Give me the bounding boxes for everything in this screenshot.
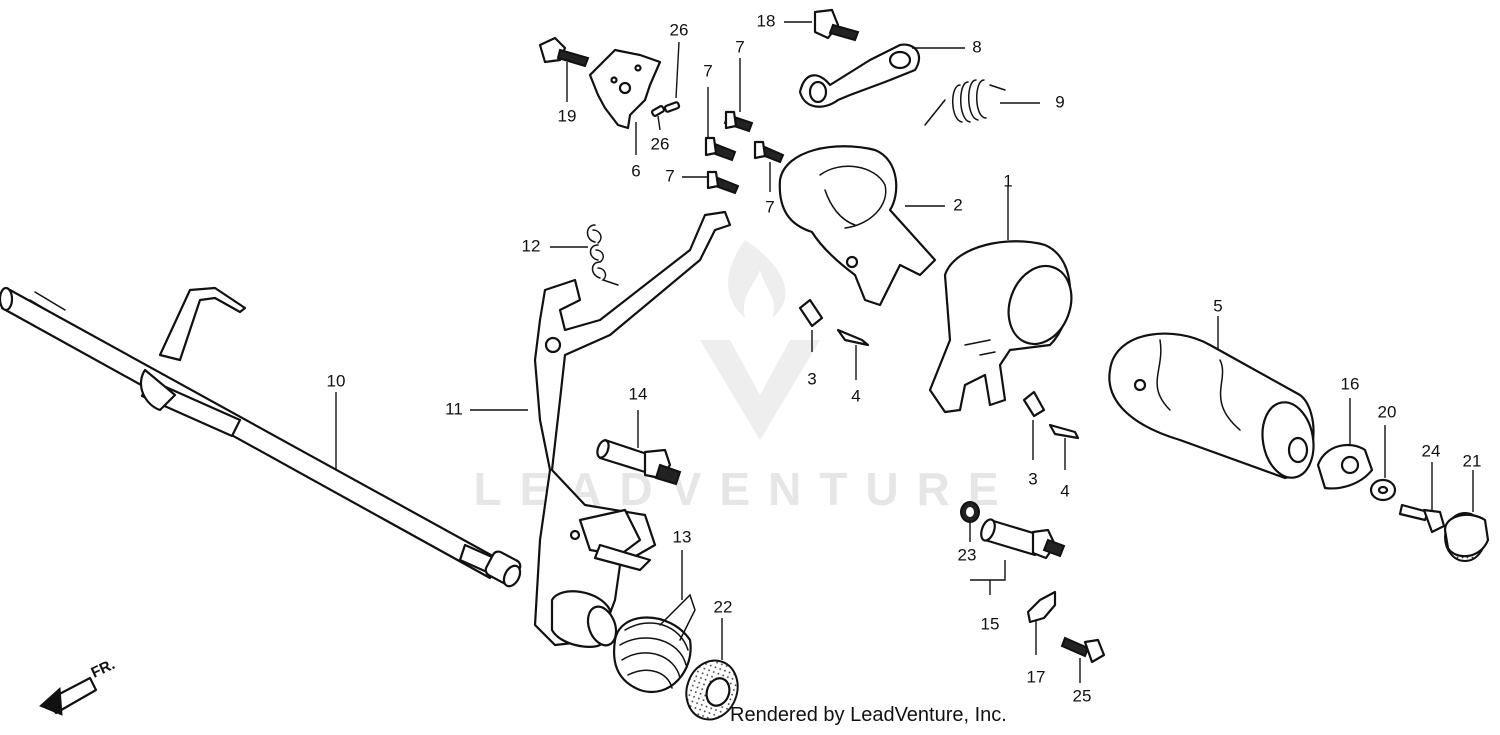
callout-17: 17 (1027, 667, 1046, 686)
callout-23: 23 (958, 545, 977, 564)
callout-19: 19 (558, 106, 577, 125)
bracket-17 (1026, 590, 1057, 624)
callouts: 1 2 3 3 4 4 5 6 7 7 7 7 8 9 10 11 12 13 … (327, 11, 1482, 705)
callout-1: 1 (1003, 171, 1012, 190)
callout-16: 16 (1341, 374, 1360, 393)
washer-20 (1369, 478, 1397, 502)
bolt-24 (1398, 503, 1446, 534)
callout-7c: 7 (735, 37, 744, 56)
shift-fork-1 (928, 240, 1073, 414)
callout-5: 5 (1213, 296, 1222, 315)
spring-13 (612, 593, 696, 693)
pins-3 (798, 298, 1046, 418)
pins-26 (650, 101, 681, 117)
callout-20: 20 (1378, 402, 1397, 421)
callout-3b: 3 (1028, 469, 1037, 488)
cap-21 (1443, 512, 1490, 562)
callout-7d: 7 (765, 197, 774, 216)
bolt-25 (1060, 636, 1106, 664)
callout-21: 21 (1463, 451, 1482, 470)
spring-9 (924, 79, 1006, 126)
pin-15 (980, 518, 1066, 560)
spring-12 (586, 224, 619, 286)
direction-arrow: FR. (39, 656, 118, 716)
callout-4a: 4 (851, 386, 860, 405)
callout-15: 15 (981, 614, 1000, 633)
shift-fork-2 (778, 145, 937, 307)
washer-23 (960, 501, 980, 523)
callout-25: 25 (1073, 686, 1092, 705)
shift-drum-5 (1108, 332, 1315, 480)
pin-14 (596, 438, 682, 486)
callout-9: 9 (1055, 92, 1064, 111)
callout-10: 10 (327, 371, 346, 390)
shift-arm (533, 210, 732, 648)
callout-2: 2 (953, 195, 962, 214)
stopper-arm-8 (798, 43, 921, 108)
callout-22: 22 (714, 597, 733, 616)
plate-6 (588, 48, 662, 130)
callout-8: 8 (972, 37, 981, 56)
callout-6: 6 (631, 161, 640, 180)
callout-12: 12 (522, 236, 541, 255)
callout-26b: 26 (651, 134, 670, 153)
shift-shaft (0, 286, 522, 588)
bolt-19 (538, 36, 590, 68)
oil-seal-22 (685, 659, 739, 721)
callout-18: 18 (757, 11, 776, 30)
clips-4 (836, 328, 1080, 440)
callout-24: 24 (1422, 441, 1441, 460)
callout-3a: 3 (807, 369, 816, 388)
callout-11: 11 (445, 399, 463, 418)
callout-13: 13 (673, 527, 692, 546)
bolts-7 (704, 110, 785, 195)
bolt-18 (813, 8, 860, 42)
callout-4b: 4 (1060, 481, 1069, 500)
direction-label: FR. (89, 656, 118, 682)
callout-26a: 26 (670, 20, 689, 39)
callout-7a: 7 (665, 166, 674, 185)
callout-7b: 7 (703, 61, 712, 80)
footer-credit: Rendered by LeadVenture, Inc. (730, 704, 1007, 726)
stopper-plate-16 (1316, 443, 1374, 490)
leader-lines (335, 21, 1474, 683)
callout-14: 14 (629, 384, 648, 403)
